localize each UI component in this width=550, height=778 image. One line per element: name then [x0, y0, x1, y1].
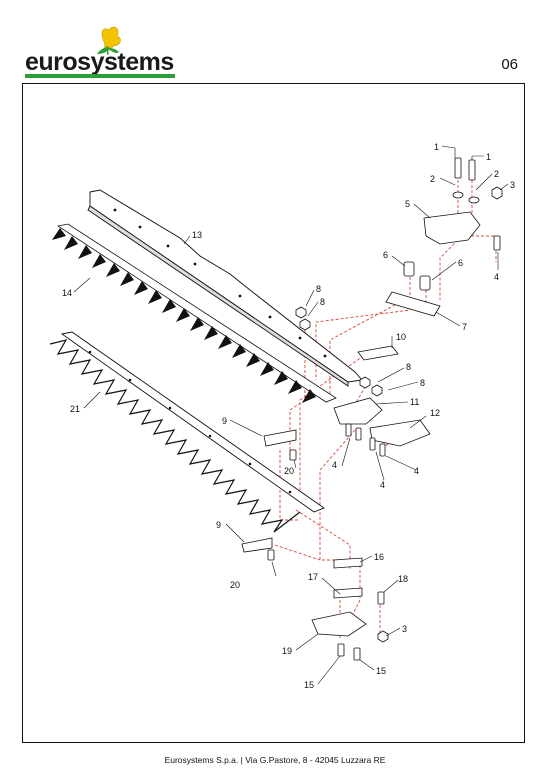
- label-21: 21: [70, 404, 80, 414]
- label-17: 17: [308, 572, 318, 582]
- label-8c: 8: [406, 362, 411, 372]
- label-14: 14: [62, 288, 72, 298]
- label-4c: 4: [380, 480, 385, 490]
- label-5: 5: [405, 199, 410, 209]
- brand-name: eurosystems: [25, 48, 174, 76]
- label-20b: 20: [230, 580, 240, 590]
- label-11: 11: [410, 397, 419, 407]
- part-21-lower-blade: [49, 331, 325, 533]
- part-labels: 1 1 2 2 3 5 4 6 6 13 14 8 8 7 10 8 8 11 …: [62, 142, 515, 690]
- label-19: 19: [282, 646, 292, 656]
- label-8a: 8: [316, 284, 321, 294]
- diagram-frame: [22, 83, 525, 743]
- label-6b: 6: [458, 258, 463, 268]
- label-9a: 9: [222, 416, 227, 426]
- footer-company: Eurosystems S.p.a.: [164, 755, 239, 765]
- label-1a: 1: [434, 142, 439, 152]
- label-4d: 4: [414, 466, 419, 476]
- label-13: 13: [192, 230, 202, 240]
- label-16: 16: [374, 552, 384, 562]
- label-10: 10: [396, 332, 406, 342]
- label-8b: 8: [320, 297, 325, 307]
- brand-underline: [25, 74, 175, 78]
- page-footer: Eurosystems S.p.a. | Via G.Pastore, 8 - …: [0, 755, 550, 765]
- footer-address: Via G.Pastore, 8 - 42045 Luzzara RE: [245, 755, 386, 765]
- label-3b: 3: [402, 624, 407, 634]
- label-3a: 3: [510, 180, 515, 190]
- label-2a: 2: [430, 174, 435, 184]
- label-7: 7: [462, 322, 467, 332]
- page-number: 06: [501, 56, 518, 73]
- label-4a: 4: [494, 272, 499, 282]
- brand-logo: eurosystems: [25, 22, 175, 82]
- assembly-leader-lines: [274, 180, 497, 640]
- label-2b: 2: [494, 169, 499, 179]
- label-8d: 8: [420, 378, 425, 388]
- page-header: eurosystems 06: [0, 0, 550, 85]
- label-6a: 6: [383, 250, 388, 260]
- footer-separator: |: [240, 755, 243, 765]
- hardware-parts: [241, 157, 503, 661]
- part-13-upper-bar: [87, 189, 363, 387]
- label-15b: 15: [376, 666, 386, 676]
- label-15a: 15: [304, 680, 314, 690]
- label-20a: 20: [284, 466, 294, 476]
- label-12: 12: [430, 408, 440, 418]
- label-leaders: [73, 145, 509, 685]
- label-9b: 9: [216, 520, 221, 530]
- label-4b: 4: [332, 460, 337, 470]
- label-18: 18: [398, 574, 408, 584]
- part-14-upper-blade: [52, 223, 337, 403]
- flower-icon: [97, 26, 121, 56]
- label-1b: 1: [486, 152, 491, 162]
